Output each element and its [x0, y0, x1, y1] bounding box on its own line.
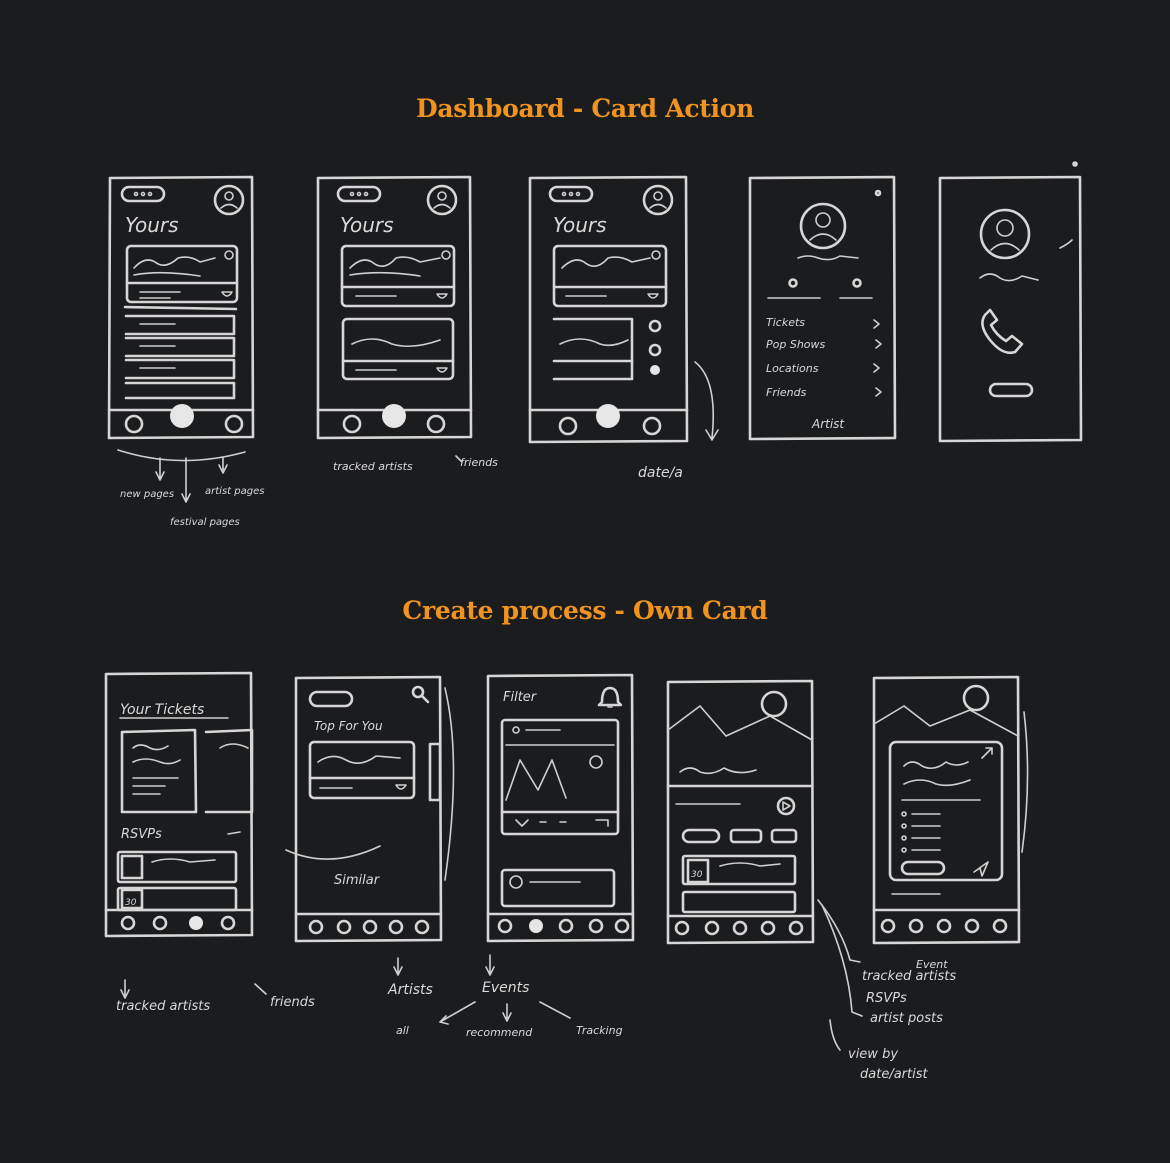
note-new-pages: new pages — [120, 489, 174, 500]
note-date: date/a — [638, 465, 683, 481]
section-title-create-process: Create process - Own Card — [402, 596, 768, 625]
note-festival-pages: festival pages — [170, 517, 240, 528]
sketch-notes-6: Event tracked artists RSVPs artist posts… — [817, 899, 956, 1082]
rsvp-heading: RSVPs — [121, 827, 162, 842]
sketch-profile-menu-screen: Tickets Pop Shows Locations Friends Arti… — [748, 175, 897, 441]
profile-icon — [213, 184, 245, 216]
sketch-create-card-screen — [872, 675, 1029, 945]
sketch-event-detail-screen: 30 — [666, 679, 815, 945]
sketch-dashboard-screen-2: Yours — [316, 175, 473, 440]
phone-icon — [981, 308, 1024, 355]
similar-heading: Similar — [334, 873, 381, 888]
menu-item-friends: Friends — [766, 386, 807, 399]
profile-icon — [642, 184, 674, 216]
note-artist-pages: artist pages — [205, 486, 264, 497]
sketch-dashboard-screen-1: Yours — [107, 175, 255, 440]
play-icon — [776, 796, 796, 816]
section-title-dashboard: Dashboard - Card Action — [416, 94, 754, 123]
screen-heading: Yours — [125, 213, 179, 237]
sketch-notes-2: tracked artists friends — [333, 455, 498, 473]
menu-footer: Artist — [811, 417, 845, 431]
note-rsvps: RSVPs — [866, 991, 907, 1006]
menu-item-tickets: Tickets — [766, 316, 805, 329]
search-icon — [411, 685, 430, 704]
bell-icon — [597, 686, 623, 708]
note-event: Event — [916, 958, 948, 971]
profile-icon — [979, 208, 1031, 260]
note-tracked-artists-2: tracked artists — [116, 999, 210, 1014]
screen-heading: Yours — [553, 213, 607, 237]
note-friends-2: friends — [270, 995, 315, 1010]
note-tracking: Tracking — [576, 1024, 623, 1037]
note-recommend: recommend — [466, 1026, 533, 1039]
profile-icon — [799, 202, 847, 250]
sketch-call-screen — [938, 161, 1083, 443]
note-view-by: view by — [848, 1047, 898, 1062]
menu-item-pop-shows: Pop Shows — [766, 338, 826, 351]
date-badge: 30 — [691, 870, 703, 880]
profile-icon — [426, 184, 458, 216]
home-button-icon — [596, 404, 620, 428]
sketch-dashboard-screen-3: Yours — [528, 175, 689, 444]
note-events: Events — [482, 980, 529, 996]
screen-heading: Yours — [340, 213, 394, 237]
screen-heading: Filter — [503, 690, 538, 705]
screen-heading: Top For You — [314, 719, 383, 733]
note-date-artist: date/artist — [860, 1067, 928, 1082]
note-artists: Artists — [387, 982, 433, 998]
sketch-top-for-you-screen: Top For You Similar — [285, 675, 455, 943]
menu-item-locations: Locations — [766, 362, 819, 375]
date-badge: 30 — [125, 898, 137, 908]
sketch-notes-4: tracked artists friends — [116, 979, 315, 1014]
sketch-filter-screen: Filter — [486, 673, 635, 943]
send-icon — [973, 861, 989, 877]
note-friends: friends — [460, 456, 498, 469]
screen-heading: Your Tickets — [120, 702, 204, 718]
note-tracked-artists-3: tracked artists — [862, 969, 956, 984]
home-button-icon — [170, 404, 194, 428]
expand-icon — [981, 747, 993, 759]
note-tracked-artists: tracked artists — [333, 460, 413, 473]
note-all: all — [396, 1024, 409, 1037]
home-button-icon — [382, 404, 406, 428]
sketch-notes-5: Artists Events all recommend Tracking — [387, 954, 623, 1039]
sketch-notes-1: new pages festival pages artist pages — [117, 449, 264, 528]
sketch-notes-3: date/a — [638, 361, 719, 481]
sketch-your-tickets-screen: Your Tickets RSVPs 30 — [104, 671, 254, 938]
note-artist-posts: artist posts — [870, 1011, 943, 1026]
